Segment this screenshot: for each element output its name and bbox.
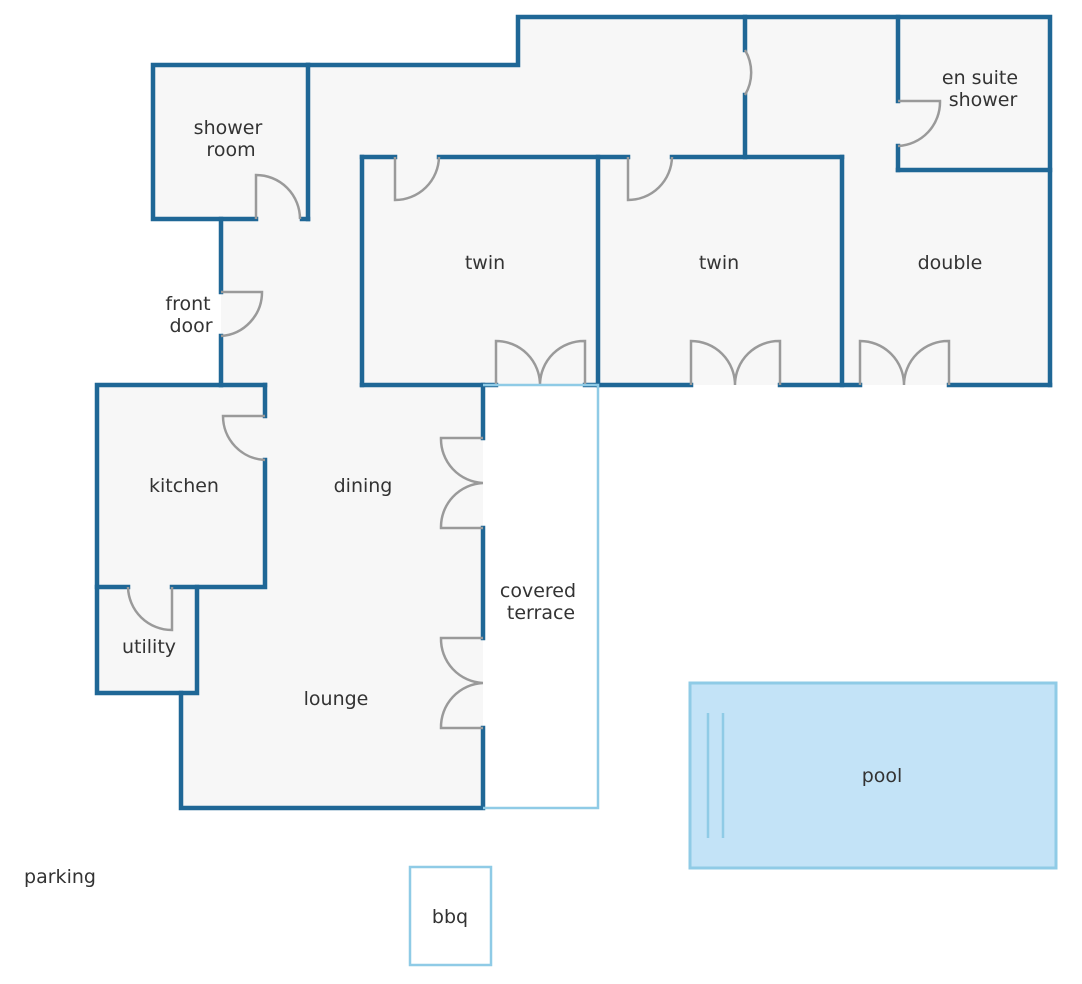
label-covered-terrace: covered terrace xyxy=(500,580,582,624)
twin-left-door xyxy=(393,156,441,202)
label-pool: pool xyxy=(862,765,903,787)
label-en-suite-shower: en suite shower xyxy=(942,67,1024,111)
label-utility: utility xyxy=(122,636,176,658)
label-twin-right: twin xyxy=(699,252,739,274)
twin-left-french-doors xyxy=(494,339,587,386)
label-lounge: lounge xyxy=(304,688,369,710)
kitchen-door xyxy=(221,414,266,462)
double-french-doors xyxy=(858,339,951,386)
bbq-outline xyxy=(408,865,493,967)
label-dining: dining xyxy=(334,475,393,497)
twin-right-door xyxy=(626,156,674,202)
label-parking: parking xyxy=(24,866,96,888)
room-labels: shower room en suite shower twin twin do… xyxy=(24,67,1024,928)
lounge-french-doors xyxy=(439,636,484,730)
floor-area xyxy=(97,17,1050,808)
label-shower-room: shower room xyxy=(194,117,269,161)
front-door xyxy=(220,290,264,338)
label-kitchen: kitchen xyxy=(149,475,219,497)
label-twin-left: twin xyxy=(465,252,505,274)
label-bbq: bbq xyxy=(432,906,468,928)
shower-room-door xyxy=(254,173,302,220)
pool-shape xyxy=(688,681,1058,870)
doors xyxy=(126,49,951,730)
hall-door xyxy=(743,49,753,96)
dining-french-doors xyxy=(439,436,484,530)
twin-right-french-doors xyxy=(689,339,782,386)
covered-terrace-outline xyxy=(483,383,600,810)
walls xyxy=(94,14,1053,811)
label-front-door: front door xyxy=(165,293,216,337)
en-suite-door xyxy=(897,99,942,148)
label-double: double xyxy=(918,252,983,274)
utility-door xyxy=(126,586,174,632)
